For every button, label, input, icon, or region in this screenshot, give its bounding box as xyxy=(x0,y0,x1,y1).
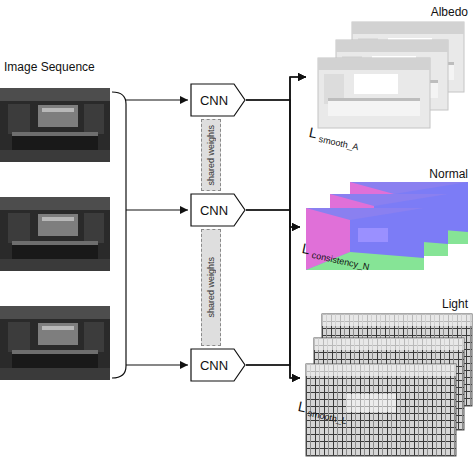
loss-subscript: smooth_A xyxy=(318,134,360,152)
cnn-shape xyxy=(191,84,245,116)
cnn-label: CNN xyxy=(200,358,228,373)
shared-weights-text: shared weights xyxy=(206,125,216,186)
cnn-block: CNN xyxy=(190,193,246,227)
flow-arrow xyxy=(246,210,300,378)
cnn-label: CNN xyxy=(200,93,228,108)
shared-weights-text: shared weights xyxy=(206,257,216,318)
flow-arrow xyxy=(246,77,306,100)
flow-arrow xyxy=(246,365,300,378)
output-stack: Normal xyxy=(300,164,472,290)
flow-arrow xyxy=(246,77,306,210)
shared-weights-band: shared weights xyxy=(201,119,221,191)
flow-arrow xyxy=(246,77,306,365)
output-heading: Light xyxy=(442,297,472,311)
cnn-shape xyxy=(191,194,245,226)
flow-arrow xyxy=(246,100,300,227)
output-stack: Albedo xyxy=(306,2,472,152)
cnn-label: CNN xyxy=(200,203,228,218)
cnn-block: CNN xyxy=(190,348,246,382)
cnn-shape xyxy=(191,349,245,381)
output-stack: Light xyxy=(300,294,472,462)
output-heading: Normal xyxy=(429,167,472,181)
shared-weights-band: shared weights xyxy=(201,229,221,346)
flow-arrow xyxy=(246,210,300,227)
flow-arrow xyxy=(246,227,300,365)
cnn-block: CNN xyxy=(190,83,246,117)
output-heading: Albedo xyxy=(431,5,472,19)
sequence-title: Image Sequence xyxy=(4,60,95,74)
flow-arrow xyxy=(246,100,300,378)
loss-symbol: L xyxy=(308,124,319,141)
